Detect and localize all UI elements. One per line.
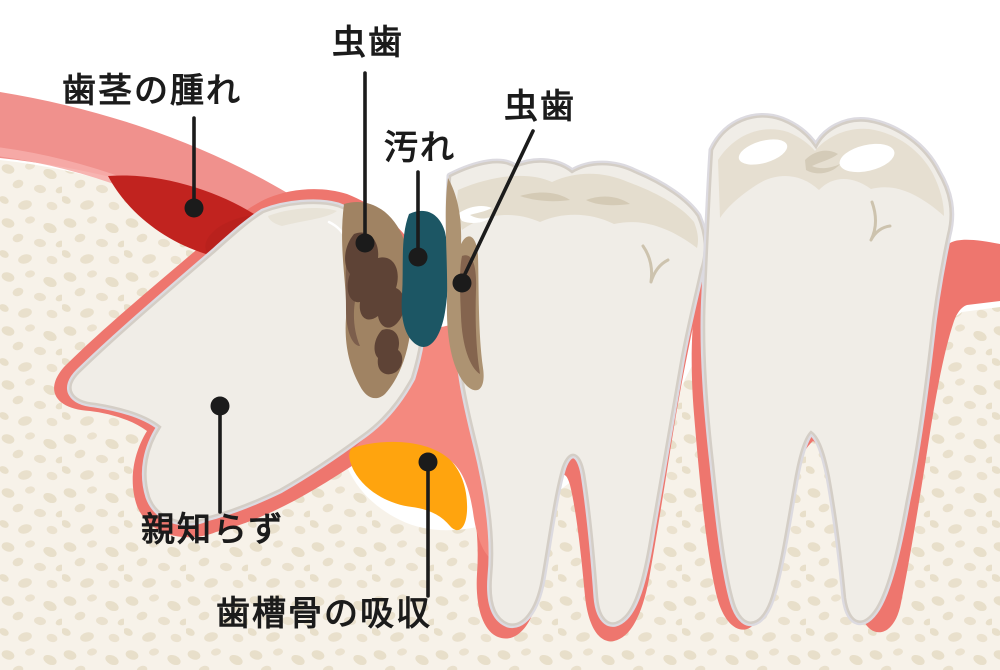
pointer-dot-plaque <box>408 247 428 267</box>
decay-wisdom-dark2 <box>374 329 403 375</box>
first-molar-crack <box>641 244 670 284</box>
bone-resorption-area <box>349 441 468 531</box>
label-plaque: 汚れ <box>384 129 456 167</box>
second-molar-body <box>702 115 952 624</box>
teeth <box>67 113 955 629</box>
pointer-dot-resorption <box>418 452 438 472</box>
label-cavity-upper: 虫歯 <box>332 24 404 62</box>
label-cavity-molar: 虫歯 <box>504 88 576 126</box>
pointer-line-cavity-molar <box>463 129 535 276</box>
second-molar <box>700 113 955 627</box>
first-molar-groove2 <box>586 196 630 206</box>
pointer-dot-cavity-upper <box>355 233 375 253</box>
pointer-dot-wisdom <box>210 396 230 416</box>
second-molar-groove <box>805 150 840 174</box>
first-molar <box>445 158 709 629</box>
first-molar-groove <box>520 192 570 202</box>
first-molar-highlight <box>458 205 492 223</box>
plaque-debris <box>401 210 449 347</box>
second-molar-highlight1 <box>738 139 788 165</box>
label-wisdom-tooth: 親知らず <box>141 511 285 549</box>
first-molar-occlusal-shade <box>457 173 698 248</box>
label-bone-resorption: 歯槽骨の吸収 <box>216 595 432 633</box>
wisdom-crown-shade <box>268 208 337 226</box>
annotation-dots <box>184 198 472 472</box>
decay-wisdom-dark <box>345 232 405 328</box>
first-molar-body <box>448 160 707 626</box>
pointer-dot-gum-swelling <box>184 198 204 218</box>
label-gum-swelling: 歯茎の腫れ <box>62 72 242 110</box>
second-molar-highlight2 <box>839 143 895 173</box>
annotations <box>192 71 535 598</box>
pointer-dot-cavity-molar <box>452 273 472 293</box>
second-molar-crack <box>869 200 892 242</box>
